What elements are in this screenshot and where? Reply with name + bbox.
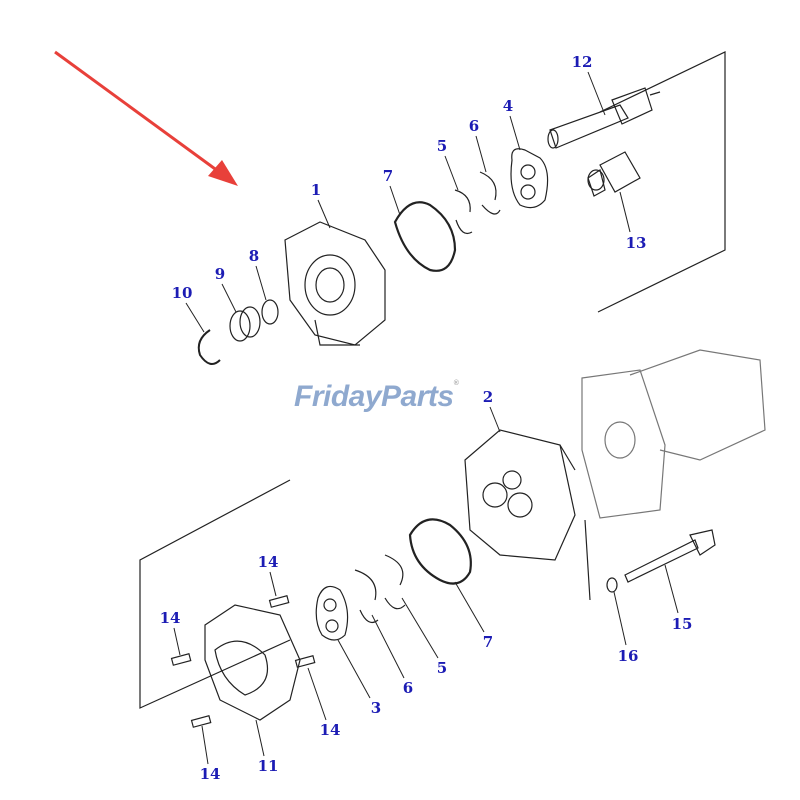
part-15-bolt [624, 529, 716, 583]
part-10-snap-ring [197, 329, 221, 365]
callout-part-7: 7 [482, 633, 494, 651]
watermark-logo: FridayParts® [294, 380, 459, 414]
part-8-washer [261, 299, 279, 325]
callout-part-9: 9 [214, 265, 226, 283]
callout-part-14: 14 [257, 553, 279, 571]
callout-part-4: 4 [502, 97, 514, 115]
callout-part-3: 3 [370, 699, 382, 717]
part-12-shaft [547, 87, 661, 149]
part-11-plate [204, 604, 301, 721]
callout-part-8: 8 [248, 247, 260, 265]
callout-part-5: 5 [436, 137, 448, 155]
part-14-pins [170, 595, 316, 728]
part-5-seal-lower [384, 554, 406, 610]
part-9-bearing [229, 306, 261, 342]
part-7-oring-lower [408, 518, 472, 585]
callout-part-13: 13 [625, 234, 647, 252]
leader-lines [173, 71, 679, 765]
callout-part-11: 11 [257, 757, 279, 775]
pointer-arrow [54, 50, 238, 186]
part-16-washer [606, 577, 618, 593]
callout-part-10: 10 [171, 284, 193, 302]
callout-part-16: 16 [617, 647, 639, 665]
frame-line [597, 51, 726, 313]
assembled-pump-view [581, 349, 766, 519]
frame-line [139, 479, 291, 709]
watermark-text: FridayParts [294, 380, 454, 413]
frame-line [584, 519, 591, 601]
callout-part-12: 12 [571, 53, 593, 71]
part-5-seal [454, 189, 473, 235]
part-13-gear [587, 151, 641, 197]
part-3-plate [315, 585, 349, 641]
part-6-seal-lower [354, 569, 379, 623]
part-2-housing [464, 429, 576, 561]
registered-mark: ® [453, 380, 459, 387]
callout-part-14: 14 [319, 721, 341, 739]
callout-part-14: 14 [159, 609, 181, 627]
callout-part-7: 7 [382, 167, 394, 185]
callout-part-2: 2 [482, 388, 494, 406]
callout-part-6: 6 [468, 117, 480, 135]
callout-part-1: 1 [310, 181, 322, 199]
part-4-plate [510, 148, 549, 209]
callout-part-14: 14 [199, 765, 221, 783]
callout-part-15: 15 [671, 615, 693, 633]
callout-part-5: 5 [436, 659, 448, 677]
part-7-oring [393, 201, 457, 272]
part-1-housing [284, 221, 386, 346]
part-6-seal [479, 171, 501, 215]
callout-part-6: 6 [402, 679, 414, 697]
